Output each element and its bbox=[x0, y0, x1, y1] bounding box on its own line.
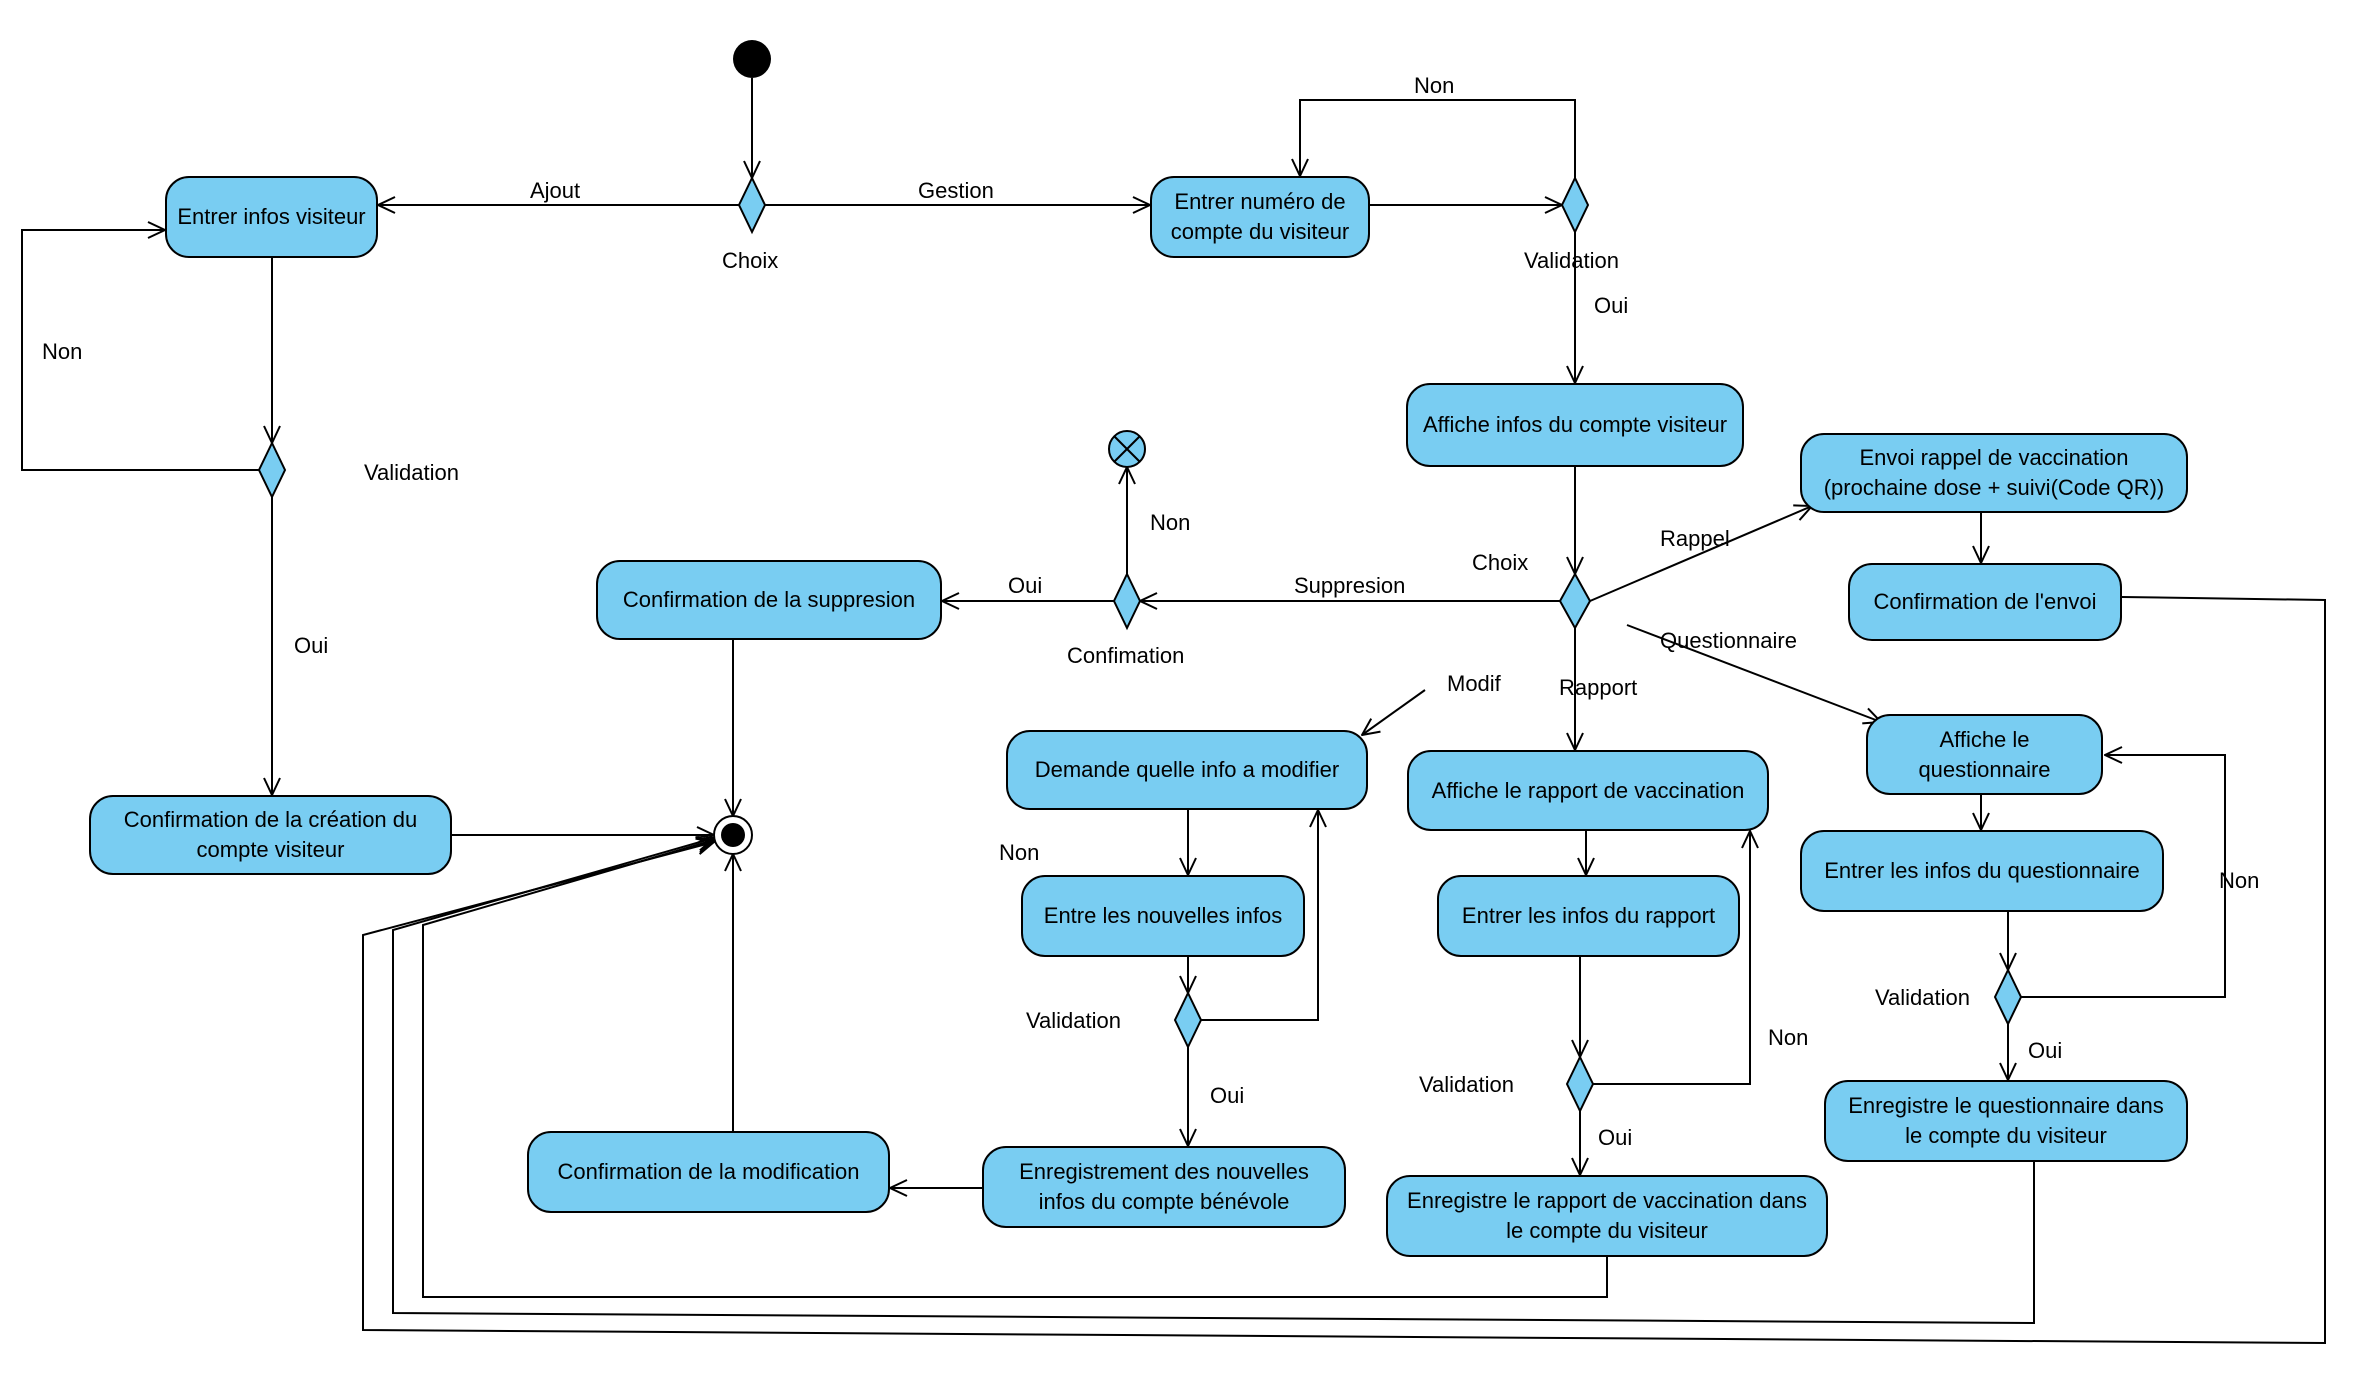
node-confirmation-suppresion: Confirmation de la suppresion bbox=[596, 560, 942, 640]
label-non-rapport: Non bbox=[1768, 1025, 1809, 1050]
node-confirmation-envoi: Confirmation de l'envoi bbox=[1848, 563, 2122, 641]
edge-enregistre-rapport-to-final bbox=[422, 840, 1608, 1298]
decision-validation-top bbox=[1560, 175, 1590, 235]
node-enregistre-rapport: Enregistre le rapport de vaccination dan… bbox=[1386, 1175, 1828, 1257]
label-choix-top: Choix bbox=[722, 248, 779, 273]
label-non-top: Non bbox=[1414, 73, 1455, 98]
node-enregistrement-nouvelles-infos: Enregistrement des nouvelles infos du co… bbox=[982, 1146, 1346, 1228]
flow-final-node bbox=[1108, 430, 1146, 468]
label-rappel: Rappel bbox=[1660, 526, 1730, 551]
node-envoi-rappel: Envoi rappel de vaccination (prochaine d… bbox=[1800, 433, 2188, 513]
label-non-left: Non bbox=[42, 339, 83, 364]
label-non-quest: Non bbox=[2219, 868, 2260, 893]
edge-validation-top-non bbox=[1300, 99, 1576, 178]
decision-choix-mid bbox=[1558, 571, 1592, 631]
decision-validation-quest bbox=[1993, 967, 2023, 1027]
node-entre-nouvelles-infos: Entre les nouvelles infos bbox=[1021, 875, 1305, 957]
label-oui-supp: Oui bbox=[1008, 573, 1043, 598]
label-oui-top: Oui bbox=[1594, 293, 1629, 318]
node-affiche-questionnaire: Affiche le questionnaire bbox=[1866, 714, 2103, 795]
label-suppresion: Suppresion bbox=[1294, 573, 1406, 598]
node-entrer-numero-compte: Entrer numéro de compte du visiteur bbox=[1150, 176, 1370, 258]
edge-validation-modif-non bbox=[1201, 810, 1318, 1021]
decision-validation-modif bbox=[1173, 990, 1203, 1050]
label-non-modif: Non bbox=[999, 840, 1040, 865]
decision-validation-rapport bbox=[1565, 1054, 1595, 1114]
label-validation-left: Validation bbox=[364, 460, 459, 485]
edge-enregistre-quest-to-final bbox=[392, 838, 2035, 1325]
label-validation-top: Validation bbox=[1524, 248, 1619, 273]
node-entrer-infos-questionnaire: Entrer les infos du questionnaire bbox=[1800, 830, 2164, 912]
label-oui-quest: Oui bbox=[2028, 1038, 2063, 1063]
label-oui-modif: Oui bbox=[1210, 1083, 1245, 1108]
edge-choix-rappel bbox=[1589, 506, 1812, 602]
node-demande-info-modifier: Demande quelle info a modifier bbox=[1006, 730, 1368, 810]
label-validation-modif: Validation bbox=[1026, 1008, 1121, 1033]
label-ajout: Ajout bbox=[530, 178, 581, 203]
label-oui-left: Oui bbox=[294, 633, 329, 658]
edge-validation-left-non bbox=[21, 230, 259, 471]
edge-choix-modif bbox=[1362, 689, 1426, 735]
label-questionnaire: Questionnaire bbox=[1660, 628, 1797, 653]
node-confirmation-modification: Confirmation de la modification bbox=[527, 1131, 890, 1213]
label-oui-rapport: Oui bbox=[1598, 1125, 1633, 1150]
label-choix-mid: Choix bbox=[1472, 550, 1529, 575]
decision-validation-left bbox=[257, 440, 287, 500]
node-confirmation-creation: Confirmation de la création du compte vi… bbox=[89, 795, 452, 875]
label-confimation: Confimation bbox=[1067, 643, 1185, 668]
label-gestion: Gestion bbox=[918, 178, 994, 203]
edge-validation-rapport-non bbox=[1593, 831, 1750, 1085]
label-non-supp: Non bbox=[1150, 510, 1191, 535]
activity-final-node bbox=[713, 815, 753, 855]
node-enregistre-questionnaire: Enregistre le questionnaire dans le comp… bbox=[1824, 1080, 2188, 1162]
node-entrer-infos-rapport: Entrer les infos du rapport bbox=[1437, 875, 1740, 957]
node-entrer-infos-visiteur: Entrer infos visiteur bbox=[165, 176, 378, 258]
edge-validation-quest-non bbox=[2021, 755, 2226, 998]
decision-choix-top bbox=[737, 175, 767, 235]
label-rapport: Rapport bbox=[1559, 675, 1638, 700]
node-affiche-rapport: Affiche le rapport de vaccination bbox=[1407, 750, 1769, 831]
decision-confimation bbox=[1112, 571, 1142, 631]
label-validation-rapport: Validation bbox=[1419, 1072, 1514, 1097]
node-affiche-infos-compte: Affiche infos du compte visiteur bbox=[1406, 383, 1744, 467]
label-validation-quest: Validation bbox=[1875, 985, 1970, 1010]
initial-node bbox=[733, 40, 771, 78]
label-modif: Modif bbox=[1447, 671, 1501, 696]
edge-envoi-confirmation-to-final bbox=[362, 596, 2326, 1345]
edge-choix-questionnaire bbox=[1626, 624, 1881, 722]
